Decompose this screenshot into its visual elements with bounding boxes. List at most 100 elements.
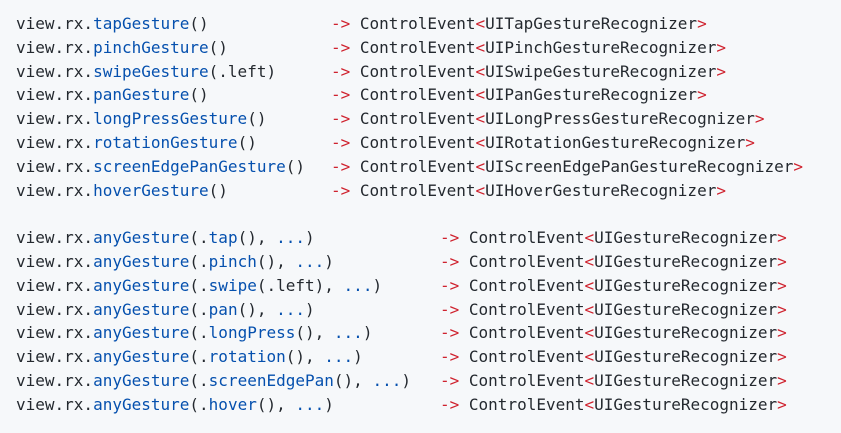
- control-event-type: ControlEvent: [468, 251, 585, 271]
- receiver: view.rx.: [16, 251, 94, 271]
- generic-close: >: [793, 156, 804, 176]
- control-event-type: ControlEvent: [468, 370, 585, 390]
- return-type: -> ControlEvent<UILongPressGestureRecogn…: [331, 107, 765, 131]
- code-line: view.rx.tapGesture()-> ControlEvent<UITa…: [16, 12, 841, 36]
- control-event-type: ControlEvent: [468, 347, 585, 367]
- factory-name: pan: [208, 299, 238, 319]
- spread-dots: ...: [295, 251, 325, 271]
- space: [350, 157, 360, 176]
- code-line: view.rx.anyGesture(.rotation(), ...)-> C…: [16, 345, 841, 369]
- call-expression: view.rx.anyGesture(.pinch(), ...): [16, 250, 440, 274]
- call-args: (): [189, 85, 209, 105]
- factory-args: (): [256, 251, 277, 271]
- generic-close: >: [777, 228, 787, 248]
- method-name: anyGesture: [93, 299, 190, 319]
- recognizer-type: UIGestureRecognizer: [594, 394, 778, 414]
- generic-close: >: [754, 109, 765, 129]
- method-name: rotationGesture: [93, 132, 238, 152]
- generic-close: >: [716, 61, 726, 81]
- method-name: anyGesture: [93, 370, 190, 390]
- close-paren: ): [401, 370, 411, 390]
- call-args: (): [189, 14, 209, 33]
- recognizer-type: UITapGestureRecognizer: [485, 14, 698, 33]
- control-event-type: ControlEvent: [468, 228, 585, 248]
- code-line: view.rx.anyGesture(.tap(), ...)-> Contro…: [16, 226, 841, 250]
- generic-close: >: [716, 180, 726, 200]
- method-name: anyGesture: [93, 251, 190, 271]
- recognizer-type: UIHoverGestureRecognizer: [485, 180, 717, 200]
- separator: ,: [256, 299, 277, 319]
- factory-name: longPress: [208, 323, 296, 343]
- call-args: (): [247, 109, 267, 129]
- factory-dot: .: [199, 394, 209, 414]
- close-paren: ): [353, 347, 363, 367]
- control-event-type: ControlEvent: [359, 85, 476, 105]
- return-arrow: ->: [331, 156, 351, 176]
- factory-args: (): [237, 299, 257, 319]
- factory-dot: .: [199, 228, 209, 248]
- generic-open: <: [584, 228, 595, 248]
- receiver: view.rx.: [16, 109, 94, 129]
- factory-args: (): [295, 323, 315, 343]
- receiver: view.rx.: [16, 37, 94, 57]
- spread-dots: ...: [333, 323, 363, 343]
- generic-close: >: [697, 14, 707, 33]
- return-type: -> ControlEvent<UIGestureRecognizer>: [440, 274, 787, 298]
- control-event-type: ControlEvent: [468, 299, 585, 319]
- open-paren: (: [189, 394, 200, 414]
- generic-close: >: [777, 370, 787, 390]
- code-line: view.rx.anyGesture(.pinch(), ...)-> Cont…: [16, 250, 841, 274]
- call-expression: view.rx.longPressGesture(): [16, 107, 331, 131]
- code-line: view.rx.anyGesture(.swipe(.left), ...)->…: [16, 274, 841, 298]
- space: [350, 38, 360, 57]
- recognizer-type: UIGestureRecognizer: [594, 228, 778, 248]
- generic-close: >: [777, 323, 787, 343]
- call-expression: view.rx.panGesture(): [16, 83, 331, 107]
- method-name: screenEdgePanGesture: [93, 156, 286, 176]
- generic-close: >: [777, 299, 787, 319]
- generic-open: <: [475, 180, 486, 200]
- return-type: -> ControlEvent<UIGestureRecognizer>: [440, 226, 787, 250]
- return-type: -> ControlEvent<UIGestureRecognizer>: [440, 298, 787, 322]
- open-paren: (: [189, 370, 200, 390]
- generic-open: <: [475, 14, 486, 33]
- recognizer-type: UIGestureRecognizer: [594, 251, 778, 271]
- space: [350, 85, 360, 104]
- return-arrow: ->: [331, 85, 351, 105]
- return-type: -> ControlEvent<UIHoverGestureRecognizer…: [331, 179, 726, 203]
- close-paren: ): [362, 323, 373, 343]
- receiver: view.rx.: [16, 394, 94, 414]
- receiver: view.rx.: [16, 156, 94, 176]
- generic-open: <: [475, 85, 486, 105]
- any-gesture-group: view.rx.anyGesture(.tap(), ...)-> Contro…: [16, 226, 841, 416]
- method-name: anyGesture: [93, 228, 190, 248]
- generic-open: <: [584, 394, 595, 414]
- recognizer-type: UIScreenEdgePanGestureRecognizer: [485, 156, 794, 176]
- factory-args: (): [333, 370, 354, 390]
- call-expression: view.rx.anyGesture(.pan(), ...): [16, 298, 440, 322]
- factory-name: screenEdgePan: [208, 370, 334, 390]
- generic-close: >: [697, 85, 707, 105]
- method-name: anyGesture: [93, 275, 190, 295]
- generic-open: <: [584, 323, 595, 343]
- separator: ,: [353, 370, 373, 390]
- factory-dot: .: [199, 251, 209, 271]
- factory-dot: .: [199, 347, 209, 367]
- receiver: view.rx.: [16, 85, 94, 105]
- open-paren: (: [189, 347, 200, 367]
- return-arrow: ->: [331, 132, 351, 152]
- control-event-type: ControlEvent: [359, 132, 476, 152]
- factory-dot: .: [199, 275, 209, 295]
- factory-dot: .: [199, 323, 209, 343]
- method-name: pinchGesture: [93, 37, 209, 57]
- control-event-type: ControlEvent: [468, 275, 585, 295]
- return-arrow: ->: [440, 228, 460, 248]
- return-arrow: ->: [440, 394, 460, 414]
- call-expression: view.rx.screenEdgePanGesture(): [16, 155, 331, 179]
- space: [350, 133, 360, 152]
- control-event-type: ControlEvent: [468, 323, 585, 343]
- call-expression: view.rx.anyGesture(.rotation(), ...): [16, 345, 440, 369]
- recognizer-type: UIPanGestureRecognizer: [485, 85, 698, 105]
- space: [459, 252, 469, 271]
- open-paren: (: [189, 228, 200, 248]
